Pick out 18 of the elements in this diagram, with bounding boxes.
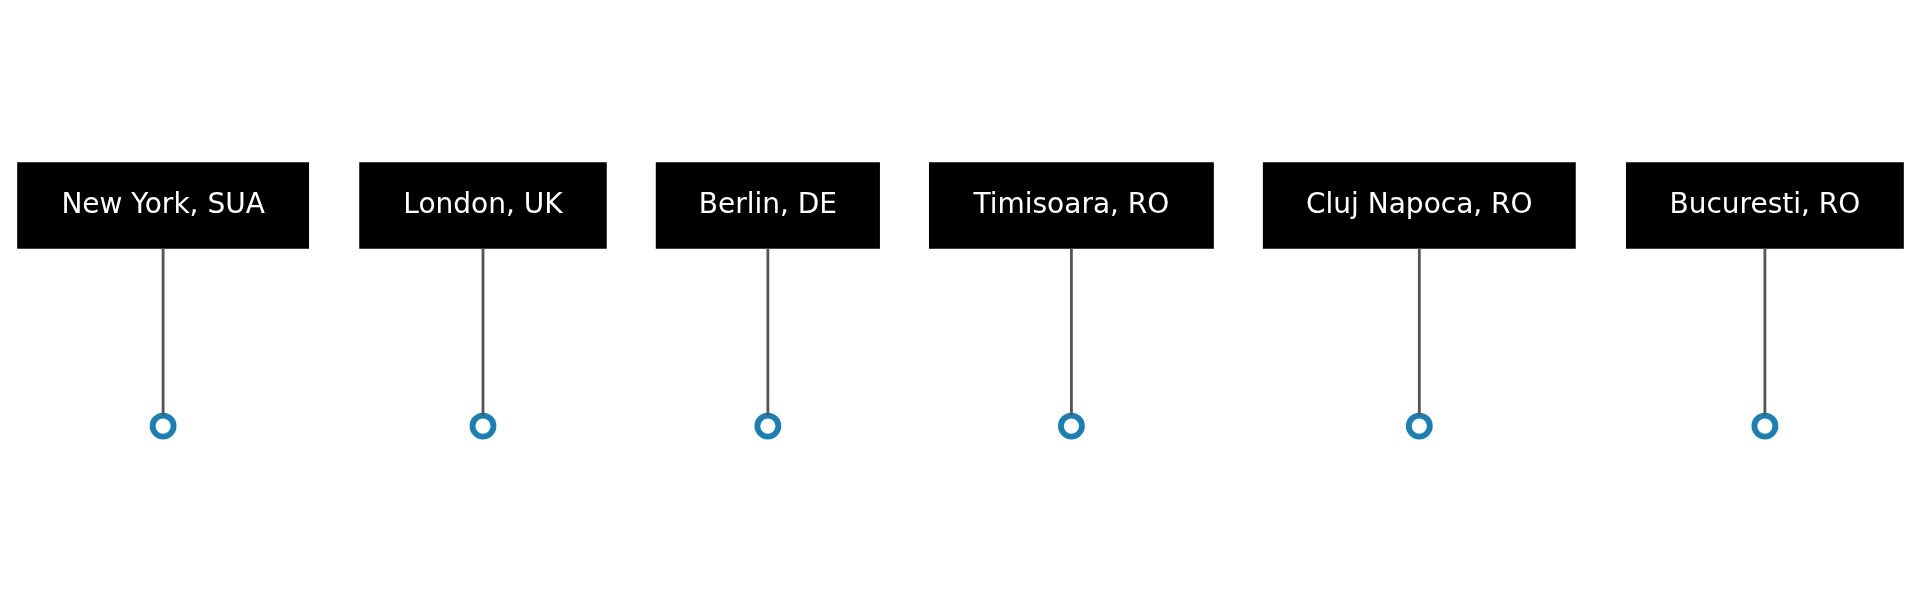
node-circle xyxy=(1750,412,1778,440)
node-box: Berlin, DE xyxy=(655,162,880,249)
node-box: Bucuresti, RO xyxy=(1625,162,1904,249)
node-circle xyxy=(1405,412,1433,440)
node-circle xyxy=(469,412,496,440)
connector xyxy=(1763,248,1766,416)
connector xyxy=(765,248,769,416)
node-box: Cluj Napoca, RO xyxy=(1262,162,1576,249)
node-circle xyxy=(149,412,177,440)
node-circle xyxy=(1057,412,1085,440)
node-circle xyxy=(753,412,781,440)
node-box: Timisoara, RO xyxy=(928,162,1214,249)
connector xyxy=(161,248,164,416)
node-box: London, UK xyxy=(358,162,607,249)
node-box: New York, SUA xyxy=(16,162,309,249)
connector xyxy=(1069,248,1073,416)
connector xyxy=(1417,248,1421,416)
connector xyxy=(481,248,484,416)
